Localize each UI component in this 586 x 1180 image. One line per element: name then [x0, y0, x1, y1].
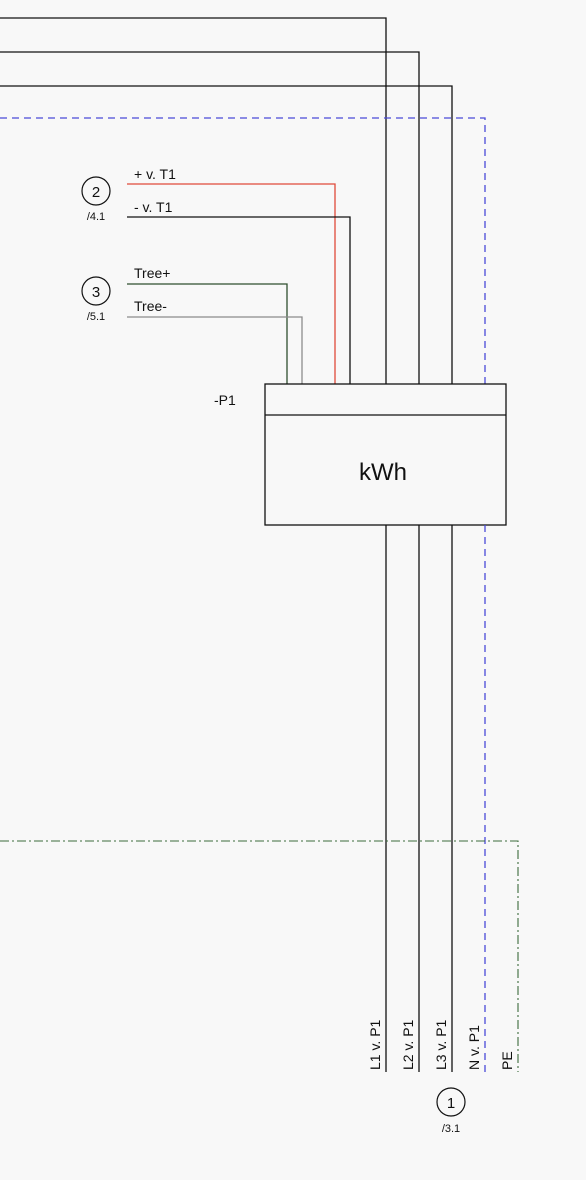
wire-minus-t1 [127, 216, 351, 384]
wire-tree-minus [127, 316, 303, 384]
outgoing-lines [385, 525, 453, 1072]
meter-body [264, 383, 507, 526]
ref-page: /5.1 [87, 311, 105, 323]
wire-label-tree-plus: Tree+ [134, 265, 170, 281]
device-tag: -P1 [214, 392, 236, 408]
energy-meter-p1[interactable]: kWh [264, 383, 507, 526]
bus-l1-line [0, 17, 387, 384]
ref-marker-2[interactable]: 2 /4.1 [81, 176, 111, 223]
ref-page: /3.1 [442, 1123, 460, 1135]
ref-number: 2 [92, 184, 100, 201]
bottom-label-pe: PE [499, 1051, 515, 1070]
ref-marker-3[interactable]: 3 /5.1 [81, 276, 111, 323]
pe-dashed-line-top [0, 117, 486, 384]
bus-l3-line [0, 85, 453, 384]
ref-number: 1 [447, 1095, 455, 1112]
ref-marker-1[interactable]: 1 /3.1 [436, 1087, 466, 1135]
ref-page: /4.1 [87, 211, 105, 223]
bottom-label-l1: L1 v. P1 [367, 1019, 383, 1070]
ref-number: 3 [92, 284, 100, 301]
wire-label-plus-t1: + v. T1 [134, 166, 176, 182]
wire-label-minus-t1: - v. T1 [134, 199, 173, 215]
bus-lines [0, 17, 453, 384]
bus-l2-line [0, 51, 420, 384]
bottom-label-l3: L3 v. P1 [433, 1019, 449, 1070]
wire-plus-t1 [127, 183, 336, 384]
wire-label-tree-minus: Tree- [134, 298, 167, 314]
bottom-label-l2: L2 v. P1 [400, 1019, 416, 1070]
meter-unit-label: kWh [359, 459, 407, 486]
wire-tree-plus [127, 283, 288, 384]
bottom-label-n: N v. P1 [466, 1025, 482, 1070]
boundary-dashdot-line [0, 840, 519, 1072]
